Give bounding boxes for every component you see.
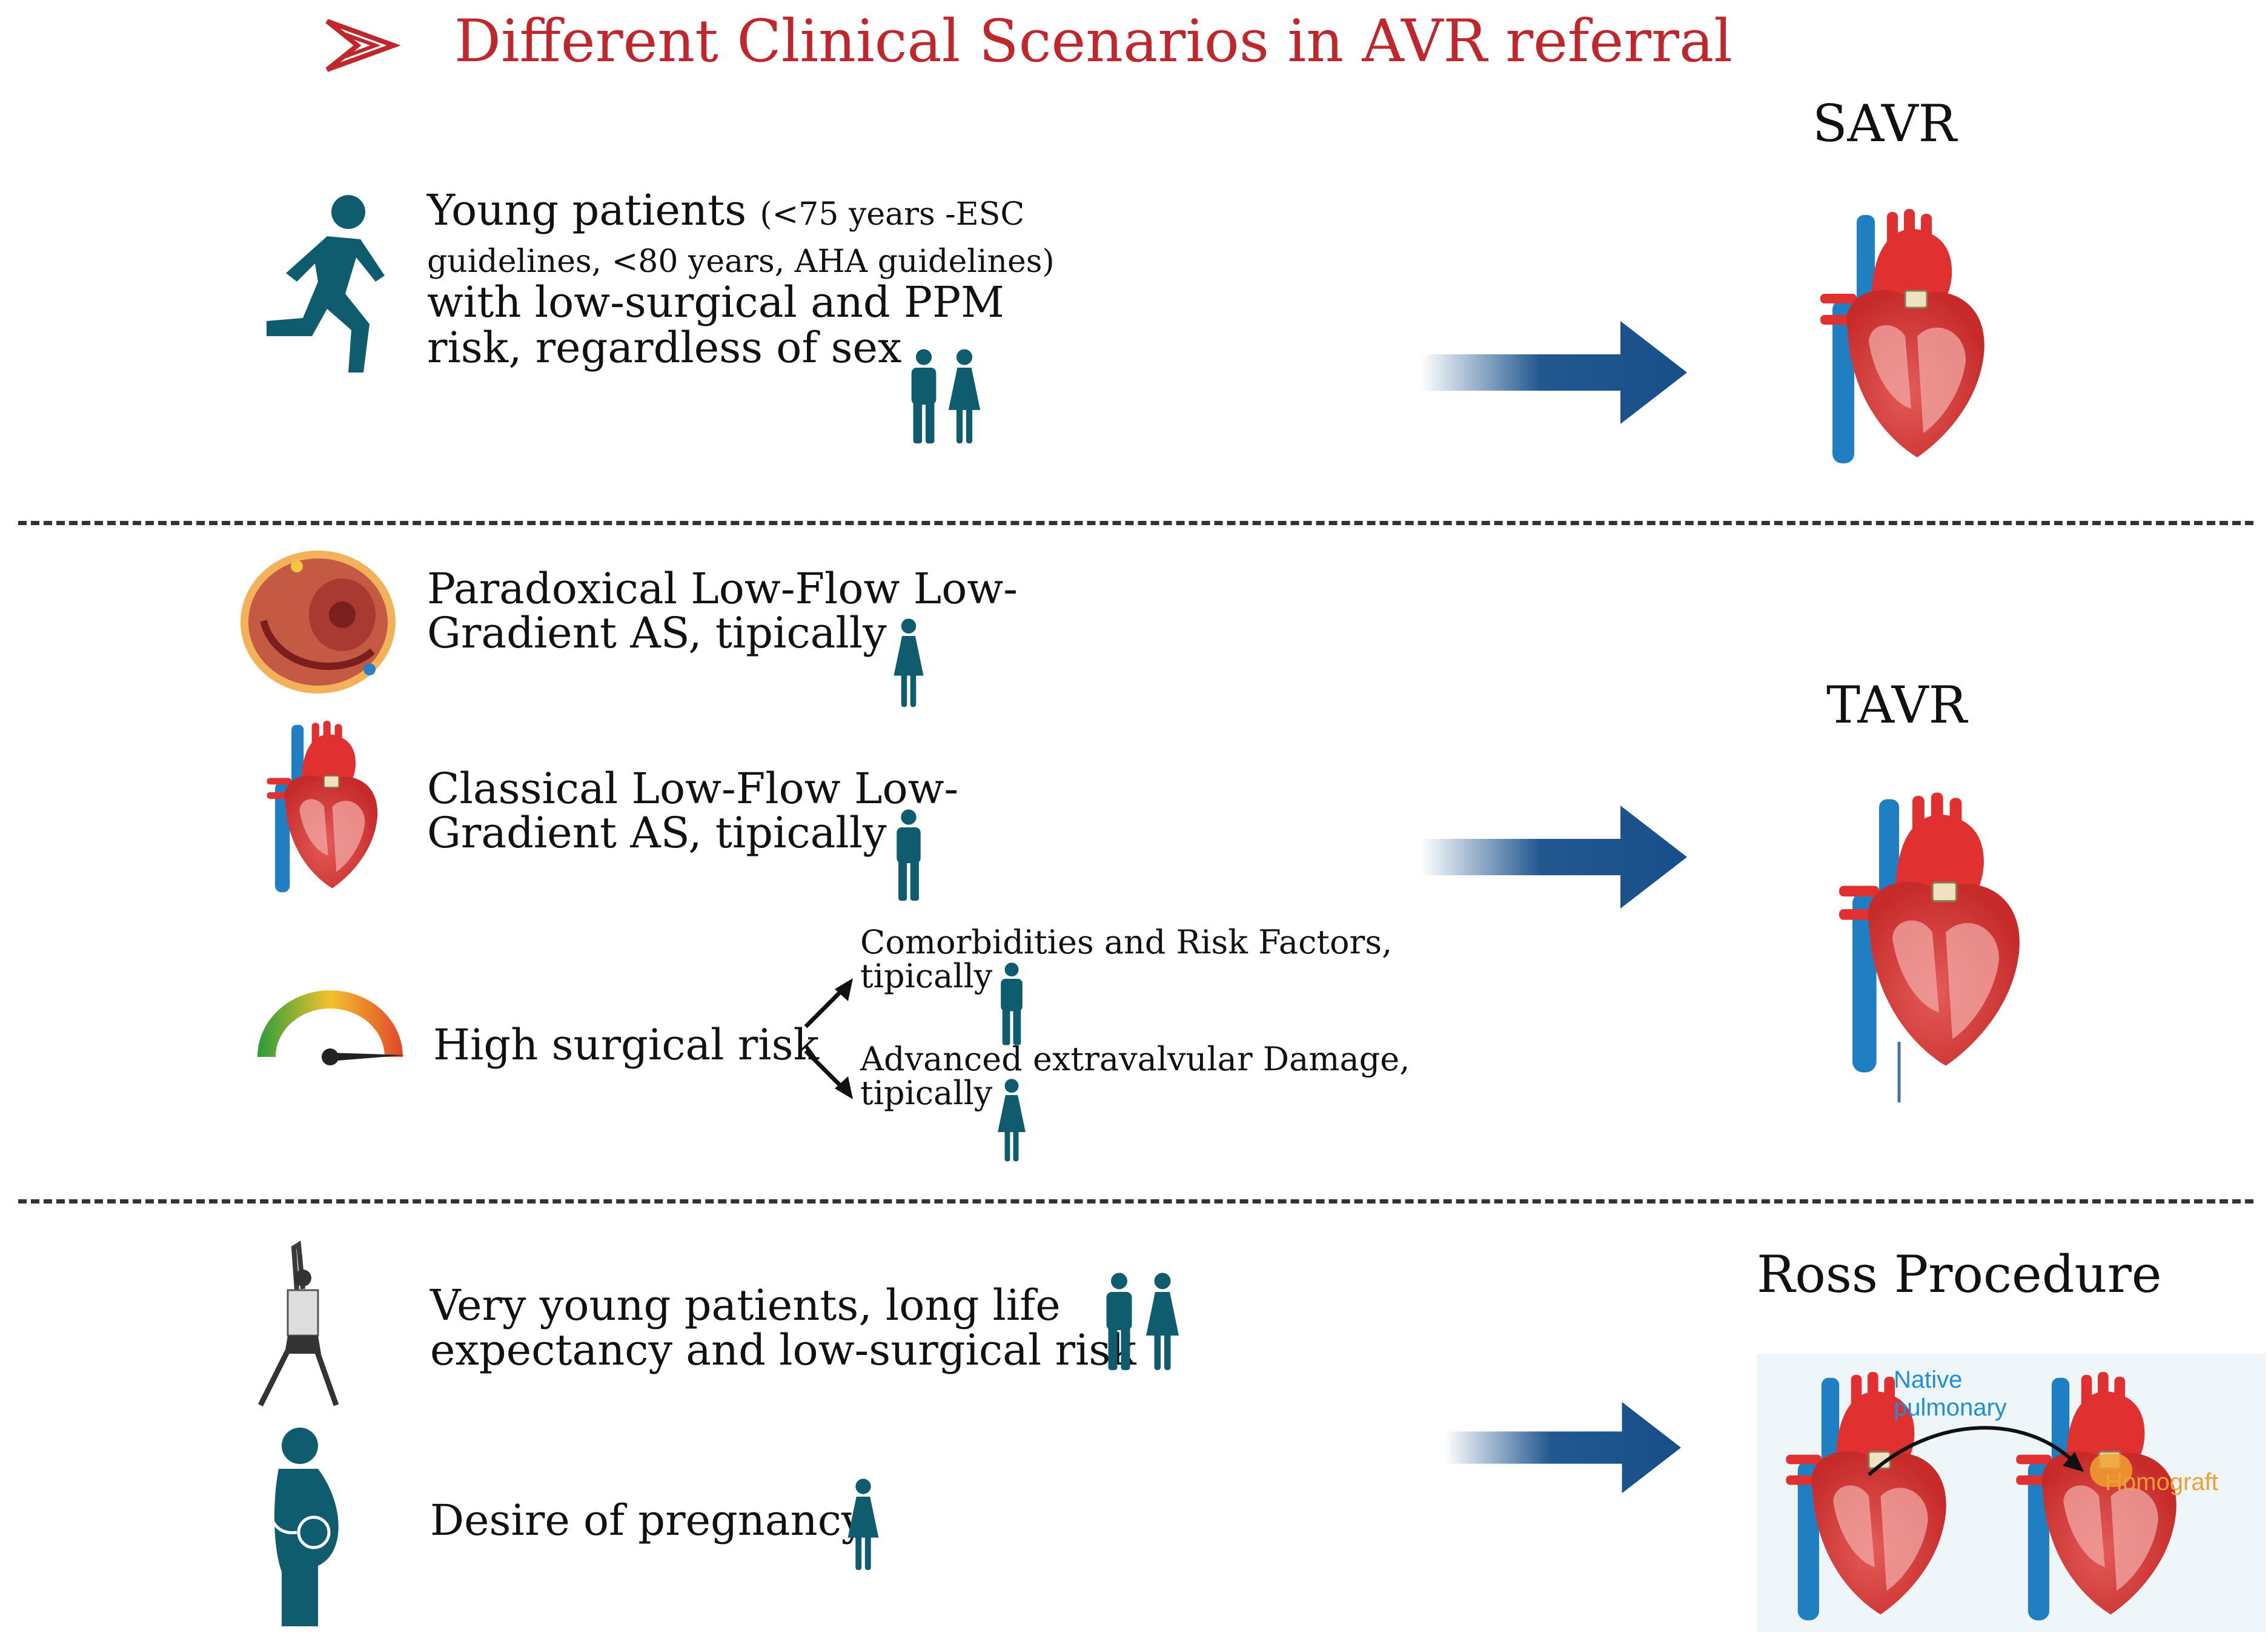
native-pulmonary-label: Native pulmonary — [1894, 1366, 2007, 1421]
heart-icon — [1999, 1372, 2199, 1626]
heart-icon — [1832, 790, 2032, 1081]
female-icon — [847, 1478, 879, 1571]
young-paren1: (<75 years -ESC — [760, 196, 1025, 233]
paradoxical-line1: Paradoxical Low-Flow Low- — [427, 564, 1018, 614]
very-young-line2: expectancy and low-surgical risk — [430, 1325, 1136, 1375]
pregnancy-label: Desire of pregnancy — [430, 1495, 866, 1545]
arrow-right-icon — [1421, 321, 1687, 424]
female-icon — [894, 618, 924, 707]
procedure-title-tavr: TAVR — [1826, 675, 1967, 735]
high-risk-label: High surgical risk — [433, 1020, 820, 1070]
heart-icon — [1814, 209, 1996, 469]
advanced-line2: tipically — [860, 1074, 993, 1112]
transfer-arrow — [1867, 1426, 2084, 1477]
advanced-line1: Advanced extravalvular Damage, — [860, 1040, 1410, 1078]
young-main: Young patients — [427, 185, 747, 235]
page-title: Different Clinical Scenarios in AVR refe… — [454, 7, 1732, 75]
paradoxical-line2: Gradient AS, tipically — [427, 608, 887, 658]
comorb-line2: tipically — [860, 957, 993, 995]
heart-icon — [248, 721, 400, 896]
couple-icon — [911, 349, 981, 444]
ross-procedure-panel: Native pulmonary Homograft — [1757, 1354, 2266, 1632]
classical-line2: Gradient AS, tipically — [427, 808, 887, 858]
comorb-line1: Comorbidities and Risk Factors, — [860, 923, 1393, 961]
pregnant-woman-icon — [268, 1428, 339, 1626]
stretching-woman-icon — [257, 1240, 339, 1407]
arrow-right-icon — [1445, 1396, 1681, 1499]
section-divider — [18, 521, 2253, 525]
arrow-right-icon — [1421, 806, 1687, 909]
very-young-line1: Very young patients, long life — [430, 1280, 1061, 1330]
procedure-title-ross: Ross Procedure — [1757, 1245, 2162, 1304]
young-paren2: guidelines, <80 years, AHA guidelines) — [427, 243, 1055, 280]
female-icon — [998, 1079, 1026, 1162]
male-icon — [1001, 962, 1023, 1045]
male-icon — [897, 809, 921, 901]
catheter-wire — [1897, 1042, 1901, 1102]
section-divider — [18, 1199, 2253, 1204]
myocardium-section-icon — [240, 551, 396, 694]
procedure-title-savr: SAVR — [1812, 94, 1957, 153]
branch-arrows — [804, 978, 853, 1099]
chevron-icon — [325, 19, 401, 72]
couple-icon — [1106, 1273, 1179, 1370]
young-line3: with low-surgical and PPM — [427, 277, 1004, 327]
homograft-label: Homograft — [2105, 1469, 2218, 1495]
classical-line1: Classical Low-Flow Low- — [427, 764, 959, 813]
gauge-icon — [257, 990, 406, 1065]
running-person-icon — [267, 195, 385, 372]
young-line4: risk, regardless of sex — [427, 323, 902, 372]
homograft-marker — [2090, 1454, 2132, 1487]
